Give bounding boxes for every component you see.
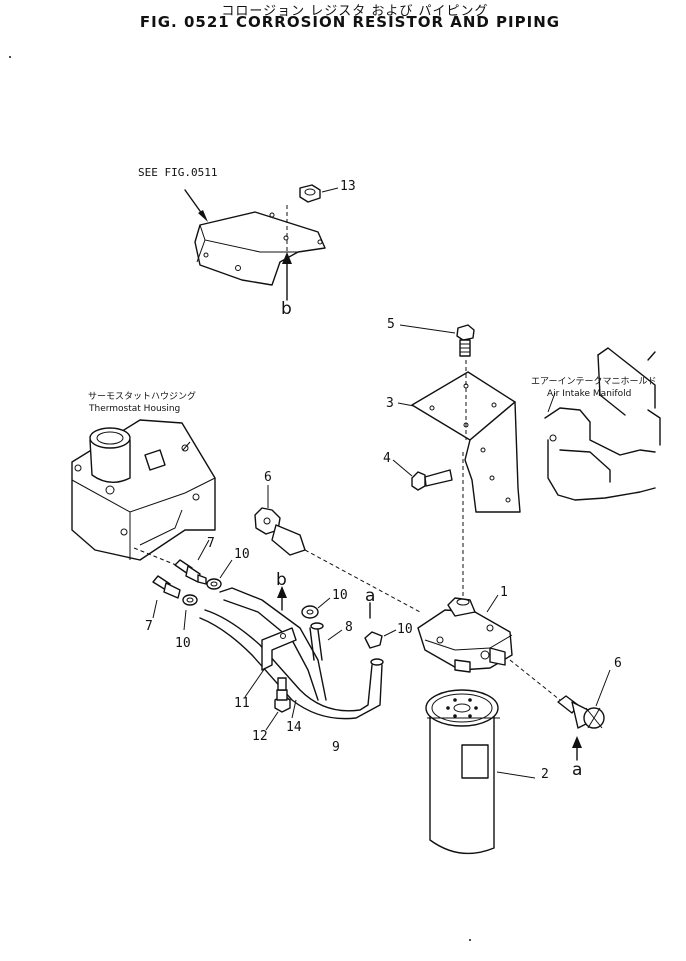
- callout-10-right: 10: [397, 622, 413, 637]
- callout-10-upper: 10: [234, 547, 250, 562]
- see-fig-reference: SEE FIG.0511: [138, 166, 218, 179]
- part-6-upper-elbow: [254, 507, 306, 556]
- callout-3: 3: [386, 396, 394, 411]
- part-1-resistor-head: [417, 597, 513, 673]
- callout-5: 5: [387, 317, 395, 332]
- callout-12: 12: [252, 729, 268, 744]
- callout-4: 4: [383, 451, 391, 466]
- part-12-bolt: [274, 677, 291, 713]
- figure-title: FIG. 0521 CORROSION RESISTOR AND PIPING: [139, 13, 561, 31]
- part-3-bracket: [411, 371, 521, 513]
- callout-14: 14: [286, 720, 302, 735]
- callout-10-lower: 10: [175, 636, 191, 651]
- upper-bracket: [194, 211, 326, 286]
- reference-a-upper: a: [365, 586, 376, 606]
- callout-9: 9: [332, 740, 340, 755]
- part-10-clamp-lower: [182, 594, 198, 606]
- part-10-clamp-upper: [206, 578, 222, 590]
- callout-13: 13: [340, 179, 356, 194]
- callout-8: 8: [345, 620, 353, 635]
- part-13-nut: [299, 184, 321, 203]
- part-7-upper-nipple: [174, 559, 207, 585]
- part-9-pipe: [199, 609, 384, 720]
- air-intake-manifold: [544, 347, 661, 501]
- thermostat-housing: [71, 419, 216, 561]
- part-6-lower-elbow: [557, 695, 605, 729]
- part-10-clamp-middle: [301, 605, 319, 619]
- part-5-bolt: [456, 324, 475, 357]
- air-intake-manifold-label-jp: エアーインテークマニホールド: [531, 377, 657, 387]
- reference-b-lower: b: [276, 570, 287, 590]
- callout-11: 11: [234, 696, 250, 711]
- part-11-bracket: [261, 627, 297, 671]
- part-2-corrosion-resistor: [425, 689, 500, 855]
- callout-10-middle: 10: [332, 588, 348, 603]
- callout-1: 1: [500, 585, 508, 600]
- reference-b-upper: b: [281, 299, 292, 319]
- figure-title-japanese: コロージョン レジスタ および パイピング: [221, 4, 489, 19]
- callout-7-lower: 7: [145, 619, 153, 634]
- callout-2: 2: [541, 767, 549, 782]
- part-7-lower-nipple: [152, 575, 181, 599]
- thermostat-housing-label-jp: サーモスタットハウジング: [88, 392, 197, 402]
- thermostat-housing-label: Thermostat Housing: [89, 404, 181, 414]
- part-4-bolt: [411, 469, 453, 491]
- part-10-clamp-right: [364, 631, 383, 649]
- reference-a-lower: a: [572, 760, 583, 780]
- air-intake-manifold-label: Air Intake Manifold: [547, 389, 632, 399]
- callout-6-lower: 6: [614, 656, 622, 671]
- part-8-hose: [219, 587, 327, 701]
- callout-6-upper: 6: [264, 470, 272, 485]
- callout-7-upper: 7: [207, 536, 215, 551]
